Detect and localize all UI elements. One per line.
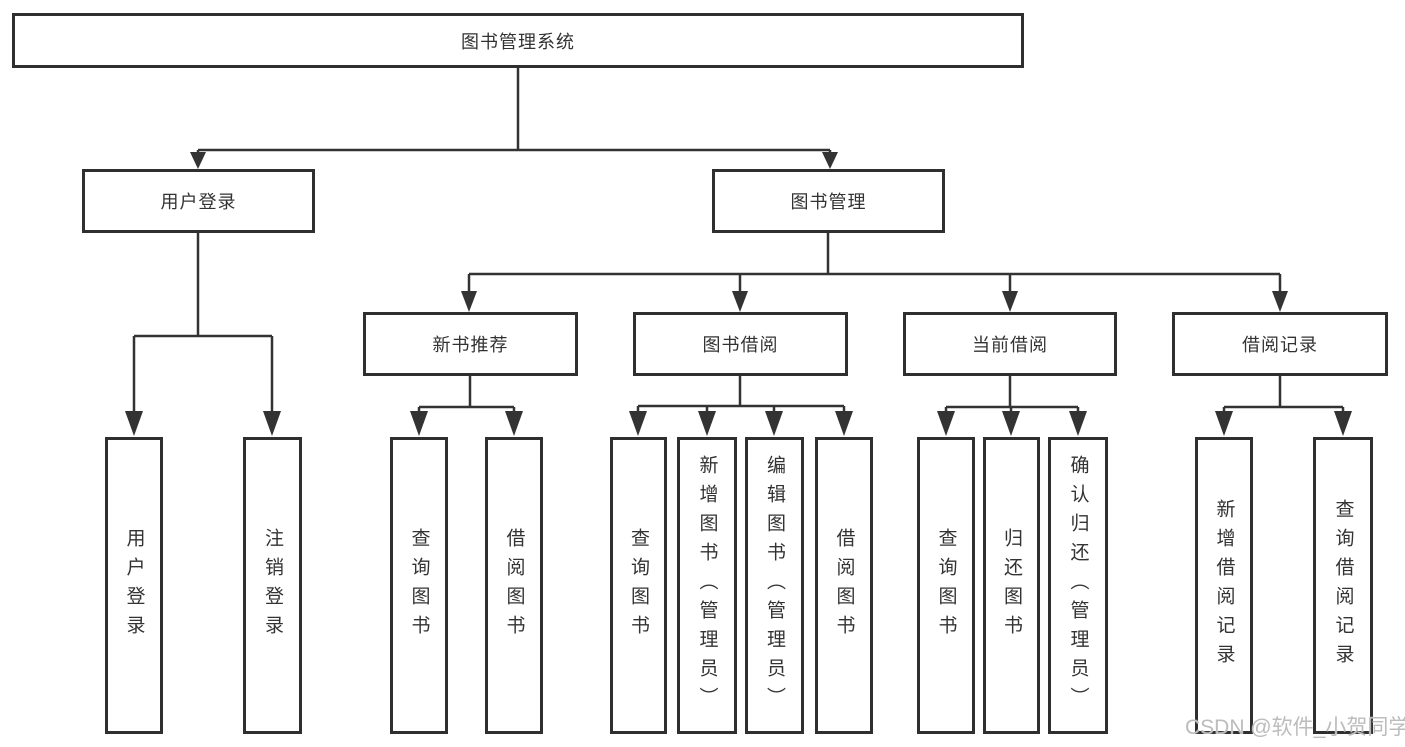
node-leaf-bb-query-books: 查询图书	[610, 437, 667, 734]
node-user-login: 用户登录	[82, 169, 315, 233]
arrowhead-icons	[125, 152, 1352, 436]
node-leaf-cb-return-books: 归还图书	[983, 437, 1040, 734]
node-leaf-nbr-borrow-books-label: 借阅图书	[503, 527, 525, 644]
node-root: 图书管理系统	[12, 13, 1024, 68]
node-book-mgmt: 图书管理	[712, 169, 945, 233]
node-leaf-cb-confirm-return-label: 确认归还（管理员）	[1067, 455, 1089, 716]
node-leaf-nbr-query-books-label: 查询图书	[408, 527, 430, 644]
node-new-book-rec: 新书推荐	[363, 312, 578, 376]
node-leaf-br-query-record-label: 查询借阅记录	[1332, 498, 1354, 673]
node-leaf-cb-query-books-label: 查询图书	[935, 527, 957, 644]
node-leaf-bb-borrow-books: 借阅图书	[815, 437, 873, 734]
node-root-label: 图书管理系统	[461, 31, 575, 52]
node-current-borrow: 当前借阅	[903, 312, 1117, 376]
tree-edges	[132, 68, 1345, 414]
node-leaf-bb-add-books: 新增图书（管理员）	[677, 437, 737, 734]
node-leaf-cb-query-books: 查询图书	[917, 437, 975, 734]
node-leaf-nbr-borrow-books: 借阅图书	[485, 437, 543, 734]
node-book-mgmt-label: 图书管理	[790, 192, 867, 212]
node-leaf-cb-return-books-label: 归还图书	[1001, 527, 1022, 644]
node-current-borrow-label: 当前借阅	[972, 335, 1048, 355]
node-leaf-nbr-query-books: 查询图书	[390, 437, 448, 734]
node-leaf-login: 用户登录	[105, 437, 163, 734]
node-leaf-login-label: 用户登录	[123, 527, 145, 644]
node-book-borrow-label: 图书借阅	[702, 335, 779, 355]
node-leaf-br-add-record-label: 新增借阅记录	[1213, 498, 1235, 673]
node-borrow-records: 借阅记录	[1172, 312, 1388, 376]
node-leaf-cb-confirm-return: 确认归还（管理员）	[1048, 437, 1108, 734]
watermark-text: CSDN @软件_小贺同学	[1185, 716, 1405, 739]
node-book-borrow: 图书借阅	[633, 312, 848, 376]
node-borrow-records-label: 借阅记录	[1242, 335, 1318, 355]
node-leaf-bb-borrow-books-label: 借阅图书	[833, 527, 855, 644]
node-leaf-bb-edit-books: 编辑图书（管理员）	[745, 437, 804, 734]
node-leaf-br-query-record: 查询借阅记录	[1313, 437, 1373, 734]
node-leaf-logout: 注销登录	[243, 437, 302, 734]
node-leaf-bb-add-books-label: 新增图书（管理员）	[696, 455, 718, 716]
node-leaf-br-add-record: 新增借阅记录	[1195, 437, 1253, 734]
node-leaf-bb-edit-books-label: 编辑图书（管理员）	[764, 455, 785, 716]
node-user-login-label: 用户登录	[160, 192, 237, 212]
node-leaf-logout-label: 注销登录	[262, 527, 283, 644]
node-leaf-bb-query-books-label: 查询图书	[628, 527, 649, 644]
node-new-book-rec-label: 新书推荐	[432, 335, 509, 355]
